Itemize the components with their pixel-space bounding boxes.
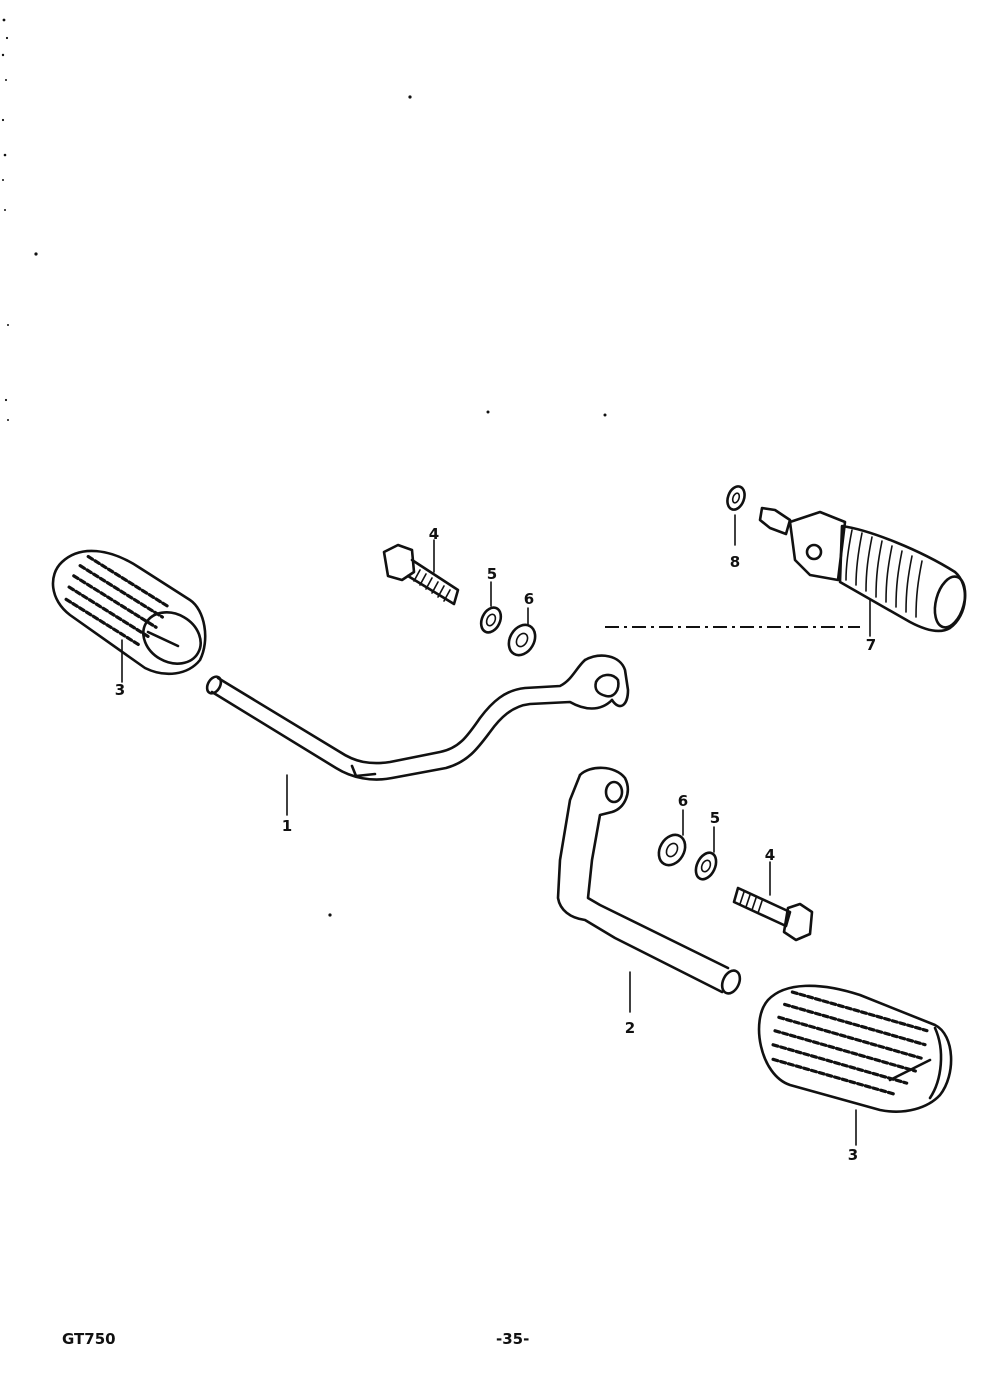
footrest-rubber-left [51,549,207,683]
page-number: -35- [496,1330,530,1348]
footrest-assembly [758,506,967,637]
washer-small [726,485,746,546]
bolt-lower [732,861,814,942]
callout-2: 2 [624,1019,636,1037]
footrest-bar-right [556,766,742,1013]
callout-5-lower: 5 [709,809,721,827]
footrest-rubber-right [757,984,953,1146]
bolt-upper [382,539,460,606]
washer-lower [657,809,687,867]
callout-8: 8 [729,553,741,571]
callout-4-lower: 4 [764,846,776,864]
callout-1: 1 [281,817,293,835]
footrest-bar-left [205,654,630,816]
model-name: GT750 [62,1330,116,1348]
washer-upper [507,607,537,657]
lock-washer-lower [694,826,718,881]
callout-3-right: 3 [847,1146,859,1164]
callout-4-upper: 4 [428,525,440,543]
callout-6-upper: 6 [523,590,535,608]
callout-5-upper: 5 [486,565,498,583]
callout-7: 7 [865,636,877,654]
lock-washer-upper [479,581,503,634]
callout-3-left: 3 [114,681,126,699]
scan-noise [1,18,607,917]
callout-6-lower: 6 [677,792,689,810]
